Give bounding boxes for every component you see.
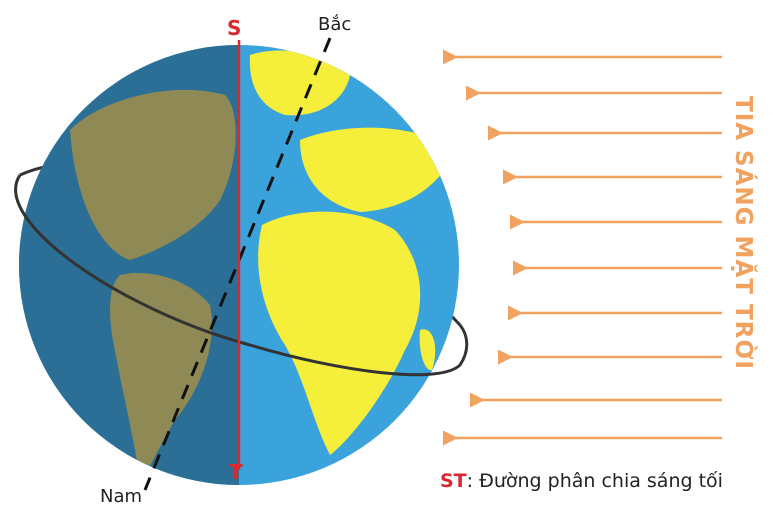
legend-term: ST (440, 470, 467, 492)
lit-land (249, 50, 455, 455)
point-t-label: T (229, 460, 243, 484)
north-label: Bắc (318, 14, 352, 35)
sun-rays-label: TIA SÁNG MẶT TRỜI (730, 96, 756, 370)
point-s-label: S (227, 16, 242, 40)
sun-rays (443, 49, 722, 446)
earth-axis (143, 37, 332, 491)
legend-caption: ST: Đường phân chia sáng tối (440, 470, 723, 492)
south-label: Nam (100, 486, 143, 507)
orbit-front (14, 174, 469, 377)
legend-definition: : Đường phân chia sáng tối (466, 470, 723, 492)
